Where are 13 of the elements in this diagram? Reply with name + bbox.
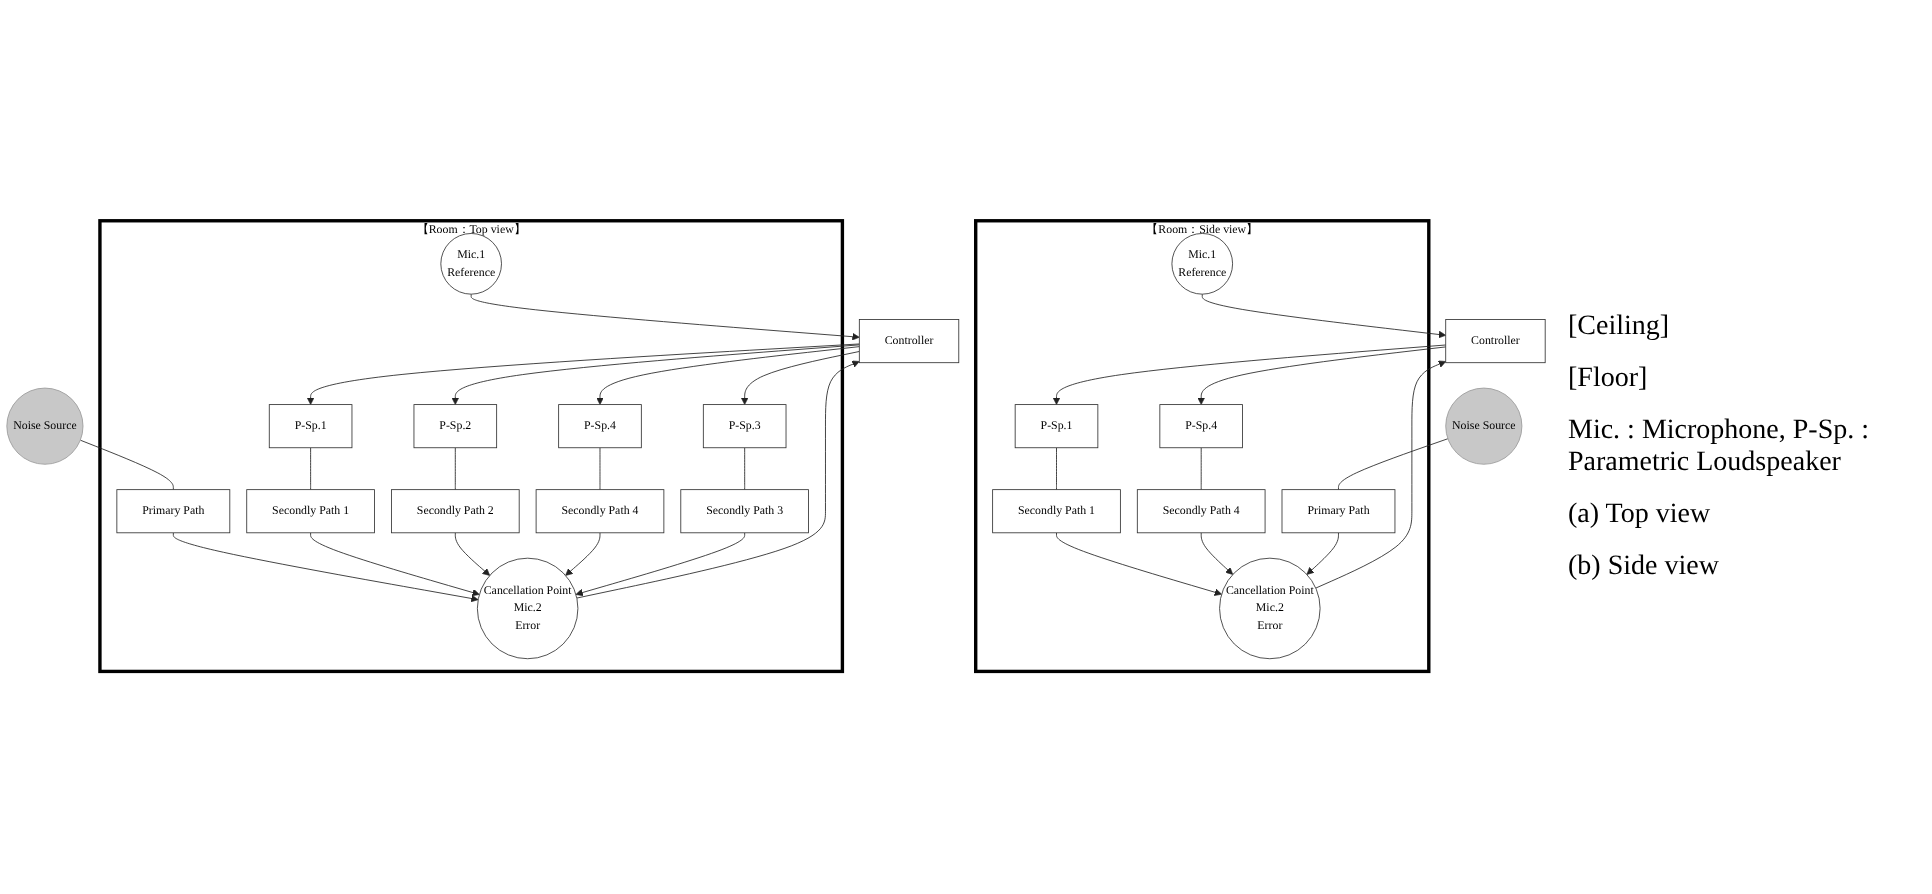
connector bbox=[454, 448, 456, 491]
connector bbox=[1200, 448, 1202, 491]
connector bbox=[79, 440, 174, 491]
room-label: [Ceiling] bbox=[1568, 311, 1672, 343]
connector bbox=[1338, 439, 1449, 491]
abbreviation-note: Mic. : Microphone, P-Sp. : Parametric Loudspeaker bbox=[1568, 415, 1871, 479]
panel-caption: (a) Top view bbox=[1568, 499, 1713, 531]
room-label: [Floor] bbox=[1568, 363, 1650, 395]
connector bbox=[1056, 448, 1057, 491]
connector bbox=[599, 448, 601, 491]
connector bbox=[744, 448, 746, 491]
connector bbox=[310, 448, 312, 491]
panel-caption: (b) Side view bbox=[1568, 551, 1721, 583]
